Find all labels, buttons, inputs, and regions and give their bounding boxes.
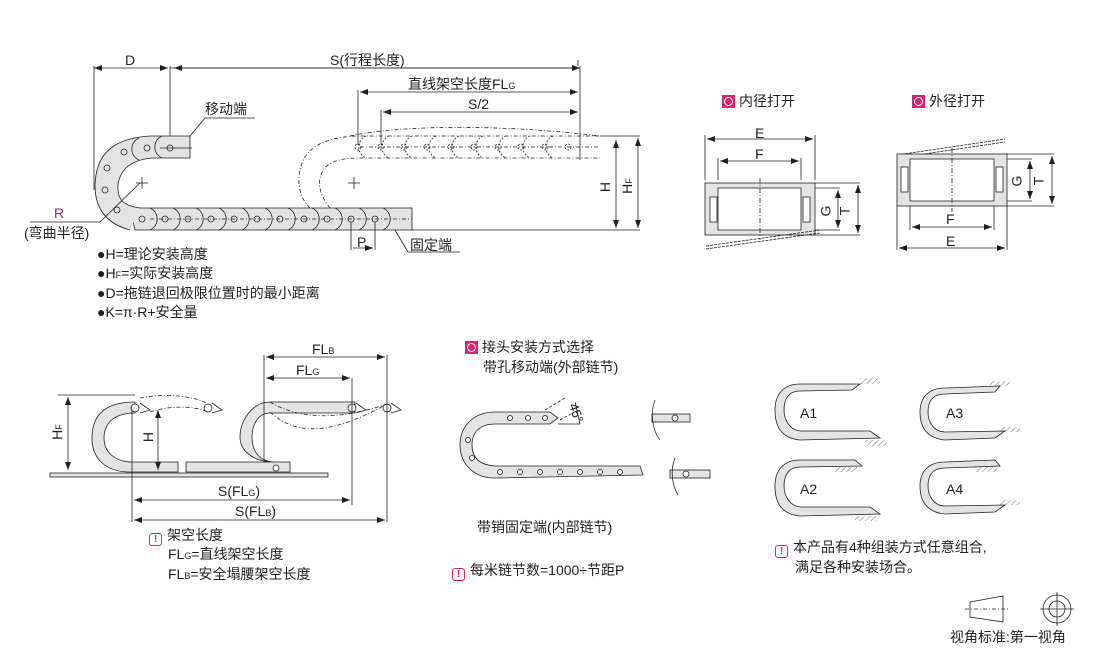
- flg-sub: G: [508, 81, 516, 91]
- hf-label: HF: [618, 178, 638, 194]
- assembly-note1-text: 本产品有4种组装方式任意组合,: [793, 539, 987, 555]
- legend-h: ●H=理论安装高度: [97, 246, 208, 262]
- warning-icon: !: [775, 545, 788, 558]
- flg-label: 直线架空长度FLG: [408, 75, 515, 95]
- assembly-a2-label: A2: [800, 481, 818, 497]
- view-standard-label: 视角标准:第一视角: [950, 629, 1066, 645]
- connector-diagram: [459, 397, 711, 496]
- outer-open-text: 外径打开: [929, 93, 985, 109]
- flb-label: FLB: [312, 340, 334, 360]
- outer-open-section: [896, 138, 1055, 251]
- legend-d: ●D=拖链退回极限位置时的最小距离: [97, 285, 320, 301]
- moving-end-label: 移动端: [205, 101, 247, 117]
- inner-t-label: T: [836, 206, 853, 216]
- h-label: H: [597, 181, 614, 193]
- legend-hf-prefix: ●H: [97, 265, 116, 281]
- legend-hf-sub: F: [115, 270, 122, 280]
- span-hf-sub: F: [53, 424, 64, 430]
- warning-icon: !: [452, 568, 465, 581]
- flg-span-label: FLG: [296, 361, 319, 381]
- assembly-a4-label: A4: [946, 481, 964, 497]
- span-hf-main: H: [48, 429, 65, 440]
- assembly-a1-label: A1: [800, 405, 818, 421]
- outer-e-label: E: [946, 233, 956, 249]
- assembly-note-line2: 满足各种安装场合。: [795, 559, 921, 575]
- warning-icon: !: [149, 533, 162, 546]
- main-chain-diagram: [30, 60, 641, 253]
- s-flg-main: S(FL: [218, 483, 249, 499]
- n2-pre: FL: [168, 566, 185, 582]
- s-flb-sub: B: [265, 508, 272, 518]
- p-label: P: [357, 234, 367, 250]
- r-caption: (弯曲半径): [24, 225, 90, 241]
- n1-sub: G: [184, 551, 192, 561]
- outer-t-label: T: [1030, 176, 1047, 186]
- inner-open-text: 内径打开: [739, 93, 795, 109]
- n2-sub: B: [184, 571, 191, 581]
- r-label: R: [54, 205, 65, 221]
- n2-text: =安全塌腰架空长度: [190, 566, 311, 582]
- span-h-label: H: [140, 431, 157, 443]
- connector-subtitle: 带孔移动端(外部链节): [483, 359, 619, 375]
- assembly-note-line1: ! 本产品有4种组装方式任意组合,: [775, 538, 987, 558]
- legend-k: ●K=π·R+安全量: [97, 304, 198, 320]
- assembly-a2: [774, 459, 882, 521]
- span-note-line1: FLG=直线架空长度: [168, 545, 284, 565]
- stroke-length-label: S(行程长度): [330, 52, 405, 68]
- assembly-a3: [919, 381, 1020, 441]
- circle-marker-icon: [912, 95, 925, 108]
- fixed-end-label: 固定端: [410, 237, 452, 253]
- s-flg-end: ): [255, 483, 261, 499]
- inner-f-label: F: [755, 146, 764, 162]
- outer-g-label: G: [1008, 175, 1025, 187]
- view-standard-symbol: [965, 592, 1074, 626]
- flg-span-main: FL: [296, 362, 313, 378]
- inner-open-section: [704, 135, 861, 250]
- inner-open-title: 内径打开: [722, 92, 795, 110]
- circle-marker-icon: [465, 341, 478, 354]
- legend-hf-text: =实际安装高度: [121, 265, 214, 281]
- connector-title: 接头安装方式选择: [465, 338, 594, 356]
- s-flg-sub: G: [248, 488, 256, 498]
- span-diagram: [49, 354, 402, 523]
- connector-bottom-caption: 带销固定端(内部链节): [477, 519, 613, 535]
- s-half-label: S/2: [468, 96, 490, 112]
- flg-span-sub: G: [312, 367, 320, 377]
- inner-g-label: G: [817, 205, 834, 217]
- connector-note-text: 每米链节数=1000÷节距P: [470, 562, 625, 578]
- assembly-a4: [919, 459, 1020, 515]
- circle-marker-icon: [722, 95, 735, 108]
- frustum-icon: [969, 595, 1004, 623]
- n1-pre: FL: [168, 546, 185, 562]
- s-flb-main: S(FL: [235, 503, 266, 519]
- s-flb-end: ): [271, 503, 277, 519]
- s-flg-label: S(FLG): [218, 482, 260, 502]
- n1-text: =直线架空长度: [191, 546, 284, 562]
- assembly-a1: [774, 378, 887, 446]
- s-flb-label: S(FLB): [235, 502, 276, 522]
- flg-main: 直线架空长度FL: [408, 76, 509, 92]
- outer-f-label: F: [946, 211, 955, 227]
- hf-sub: F: [623, 178, 634, 184]
- outer-open-title: 外径打开: [912, 92, 985, 110]
- flb-main: FL: [312, 341, 329, 357]
- hf-main: H: [618, 183, 635, 194]
- d-label: D: [125, 52, 136, 68]
- span-note-title: ! 架空长度: [149, 526, 223, 546]
- assembly-diagrams: [774, 378, 1020, 521]
- span-note-line2: FLB=安全塌腰架空长度: [168, 565, 311, 585]
- inner-e-label: E: [755, 125, 765, 141]
- connector-note: ! 每米链节数=1000÷节距P: [452, 561, 624, 581]
- connector-title-text: 接头安装方式选择: [482, 339, 594, 355]
- legend-hf: ●HF=实际安装高度: [97, 264, 213, 284]
- assembly-a3-label: A3: [946, 405, 964, 421]
- span-hf-label: HF: [48, 424, 68, 440]
- span-note-title-text: 架空长度: [167, 527, 223, 543]
- flb-sub: B: [328, 346, 335, 356]
